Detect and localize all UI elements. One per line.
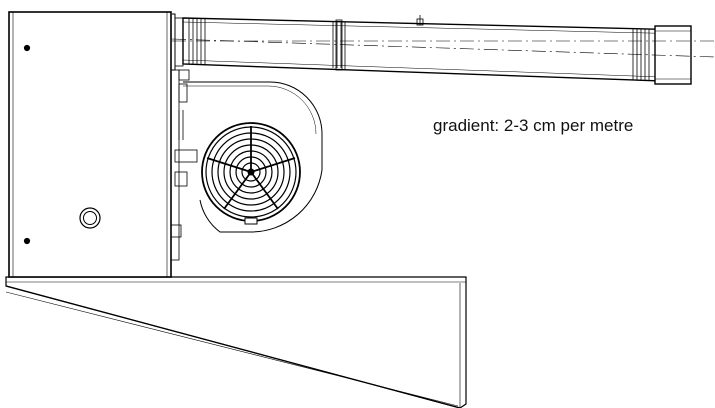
access-port-icon bbox=[79, 207, 101, 229]
screw-top-icon bbox=[23, 44, 31, 52]
flue-pipe bbox=[171, 13, 715, 85]
side-bracket bbox=[170, 69, 198, 261]
fan-volute-inner bbox=[183, 85, 317, 135]
unit-housing bbox=[8, 11, 172, 278]
fan-guard-icon bbox=[201, 122, 301, 225]
gradient-annotation: gradient: 2-3 cm per metre bbox=[433, 116, 634, 135]
base-plinth bbox=[5, 276, 467, 408]
screw-bottom-icon bbox=[23, 237, 31, 245]
fan-volute bbox=[183, 81, 323, 233]
